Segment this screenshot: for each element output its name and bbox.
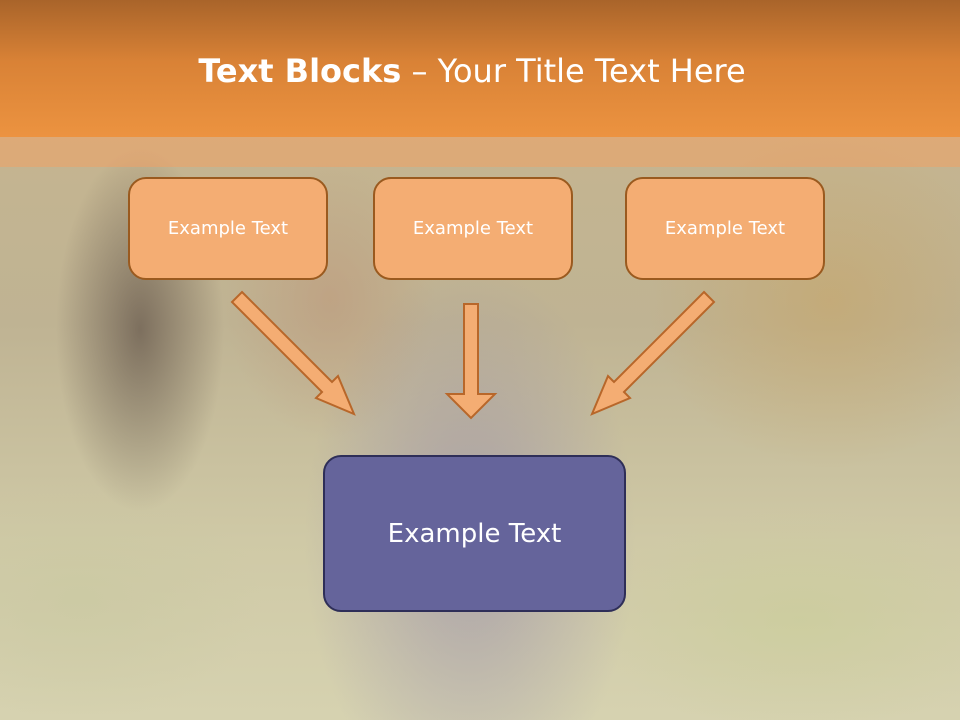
text-block-1[interactable]: Example Text bbox=[128, 177, 328, 280]
title-bar bbox=[0, 0, 960, 137]
text-block-2-label: Example Text bbox=[412, 218, 534, 239]
arrow-down-right-icon bbox=[230, 290, 356, 416]
main-text-block-label: Example Text bbox=[387, 518, 562, 549]
slide-title: Text Blocks – Your Title Text Here bbox=[0, 52, 944, 90]
slide-title-rest: – Your Title Text Here bbox=[401, 52, 746, 90]
text-block-1-label: Example Text bbox=[167, 218, 289, 239]
slide-title-bold: Text Blocks bbox=[198, 52, 402, 90]
title-accent-strip bbox=[0, 137, 960, 167]
text-block-2[interactable]: Example Text bbox=[373, 177, 573, 280]
arrow-down-icon bbox=[444, 303, 498, 420]
arrow-down-left-icon bbox=[590, 290, 716, 416]
text-block-3[interactable]: Example Text bbox=[625, 177, 825, 280]
main-text-block[interactable]: Example Text bbox=[323, 455, 626, 612]
text-block-3-label: Example Text bbox=[664, 218, 786, 239]
